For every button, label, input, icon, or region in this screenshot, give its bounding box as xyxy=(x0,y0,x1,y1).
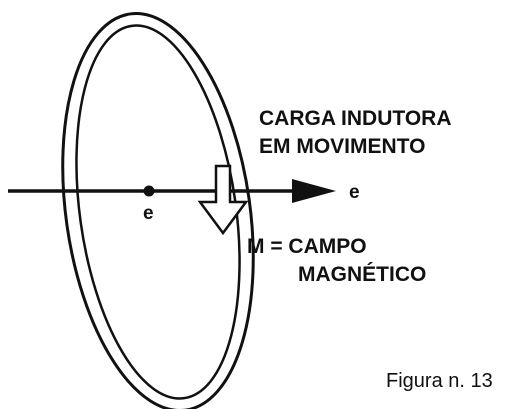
loop-outer-edge xyxy=(61,12,255,409)
charge-label-arrow: e xyxy=(349,182,360,203)
charge-label-center: e xyxy=(143,203,154,224)
charge-motion-arrow xyxy=(8,179,336,203)
field-label-line1: M = CAMPO xyxy=(247,235,367,258)
moving-charge-title-line2: EM MOVIMENTO xyxy=(259,135,425,158)
field-direction-arrow xyxy=(197,164,249,236)
moving-charge-title-line1: CARGA INDUTORA xyxy=(259,107,452,130)
field-label-line2: MAGNÉTICO xyxy=(298,263,426,286)
field-arrow-shape xyxy=(197,164,249,236)
motion-arrowhead xyxy=(292,179,336,203)
figure-caption: Figura n. 13 xyxy=(386,370,493,392)
charge-dot xyxy=(143,185,155,197)
